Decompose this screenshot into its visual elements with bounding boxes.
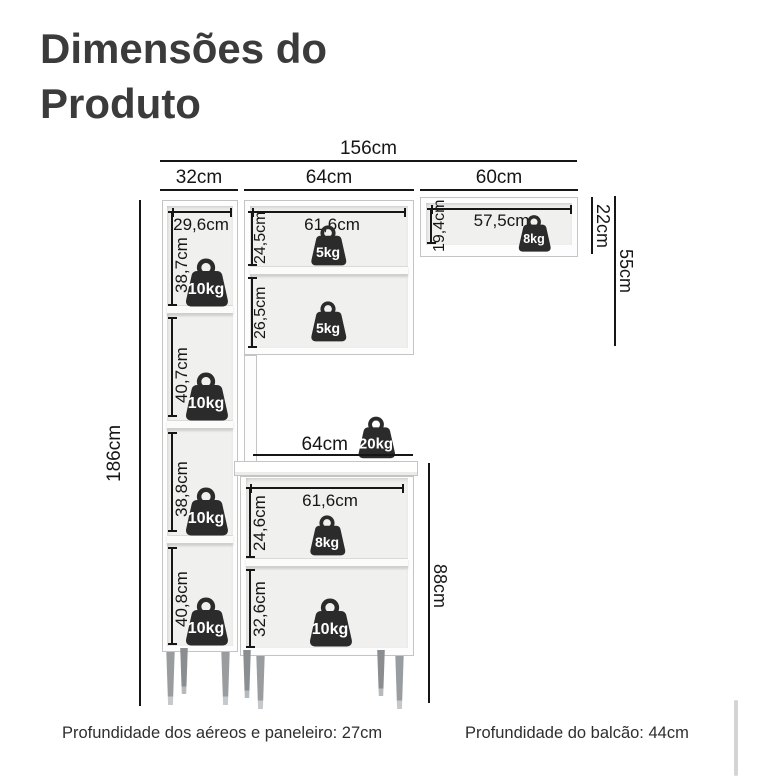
- aereo-middle-sec1-line: [248, 211, 257, 266]
- weight-capacity-icon: 10kg: [177, 371, 235, 421]
- balcao-leg-back-right: [377, 650, 385, 696]
- weight-capacity-icon: 20kg: [351, 415, 401, 459]
- balcao-width-line: [253, 454, 413, 456]
- weight-label: 5kg: [315, 319, 341, 336]
- footer-depth-balcao: Profundidade do balcão: 44cm: [465, 724, 689, 742]
- paneleiro-shelf-2: [167, 420, 233, 429]
- weight-label: 10kg: [311, 621, 349, 638]
- weight-label: 10kg: [187, 395, 225, 412]
- weight-label: 20kg: [358, 435, 394, 453]
- dim-total-width-label: 156cm: [339, 138, 398, 159]
- scrollbar-thumb[interactable]: [734, 700, 738, 776]
- weight-capacity-icon: 8kg: [512, 214, 556, 252]
- dim-total-width-line: [160, 160, 577, 162]
- weight-capacity-icon: 10kg: [177, 257, 235, 307]
- balcao-sec2-label: 32,6cm: [250, 581, 269, 637]
- dim-right-width-label: 60cm: [475, 167, 523, 188]
- aereo-right-inner-width-line: [431, 205, 572, 214]
- aereo-middle-sec2-label: 26,5cm: [252, 286, 269, 340]
- paneleiro-inner-width-label: 29,6cm: [173, 215, 229, 234]
- dim-total-height-label: 186cm: [104, 424, 125, 482]
- kettlebell-icon: [311, 301, 347, 342]
- balcao-sec1-label: 24,6cm: [250, 495, 269, 551]
- aereo-middle-sec1-label: 24,5cm: [252, 211, 269, 265]
- dim-left-width-label: 32cm: [175, 167, 223, 188]
- balcao-shelf: [246, 558, 408, 567]
- kettlebell-icon: [358, 416, 396, 459]
- upper-total-height-line: [614, 196, 616, 346]
- kettlebell-icon: [311, 225, 347, 266]
- paneleiro-inner-width-line: [172, 208, 232, 217]
- side-panel-strip: [244, 355, 257, 465]
- weight-label: 5kg: [315, 243, 341, 260]
- balcao-leg-back-left: [243, 650, 251, 698]
- weight-capacity-icon: 8kg: [303, 514, 351, 556]
- weight-label: 8kg: [314, 533, 340, 550]
- kettlebell-icon: [309, 598, 352, 647]
- balcao-height-line: [428, 463, 430, 703]
- dim-left-width-line: [160, 189, 238, 191]
- paneleiro-leg-front-right: [221, 652, 230, 705]
- paneleiro-shelf-3: [167, 535, 233, 544]
- weight-label: 10kg: [187, 510, 225, 527]
- balcao-sec2-line: [246, 569, 255, 648]
- paneleiro-leg-back: [180, 648, 188, 694]
- dim-total-height-line: [139, 200, 141, 706]
- weight-capacity-icon: 10kg: [301, 597, 359, 647]
- aereo-right-inner-height-line: [427, 208, 436, 244]
- paneleiro-sec3-line: [168, 432, 177, 532]
- balcao-sec1-line: [246, 487, 255, 558]
- footer-depth-aereos: Profundidade dos aéreos e paneleiro: 27c…: [62, 724, 383, 742]
- kettlebell-icon: [185, 258, 228, 307]
- upper-total-height-label: 55cm: [616, 248, 636, 293]
- balcao-leg-front-left: [256, 656, 265, 709]
- paneleiro-sec4-line: [168, 547, 177, 645]
- balcao-width-label: 64cm: [301, 434, 348, 455]
- aereo-middle-sec2-line: [248, 277, 257, 348]
- dim-middle-width-line: [244, 189, 414, 191]
- aereo-right-inner-width-label: 57,5cm: [473, 211, 530, 230]
- aereo-right-height-label: 22cm: [593, 203, 613, 248]
- kettlebell-icon: [185, 487, 228, 536]
- weight-label: 8kg: [523, 231, 545, 246]
- page-title: Dimensões do Produto: [40, 25, 328, 127]
- aereo-right-inner-height-label: 19,4cm: [431, 199, 448, 253]
- weight-label: 10kg: [187, 281, 225, 298]
- aereo-middle-shelf: [250, 266, 408, 275]
- balcao-countertop: [234, 461, 418, 476]
- weight-capacity-icon: 10kg: [177, 596, 235, 646]
- weight-capacity-icon: 5kg: [304, 224, 352, 266]
- kettlebell-icon: [310, 515, 346, 556]
- balcao-height-label: 88cm: [430, 563, 450, 608]
- balcao-inner-width-line: [250, 484, 404, 493]
- paneleiro-sec2-line: [168, 317, 177, 417]
- aereo-middle-inner-width-label: 61,6cm: [304, 215, 360, 234]
- kettlebell-icon: [185, 372, 228, 421]
- weight-label: 10kg: [187, 620, 225, 637]
- kettlebell-icon: [185, 597, 228, 646]
- paneleiro-leg-front-left: [166, 652, 175, 705]
- aereo-right-height-line: [591, 197, 593, 254]
- balcao-inner-width-label: 61,6cm: [302, 491, 358, 510]
- aereo-middle-inner-width-line: [252, 208, 406, 217]
- weight-capacity-icon: 10kg: [177, 486, 235, 536]
- weight-capacity-icon: 5kg: [304, 300, 352, 342]
- balcao-leg-front-right: [395, 656, 404, 709]
- dim-middle-width-label: 64cm: [305, 167, 353, 188]
- dim-right-width-line: [420, 189, 578, 191]
- paneleiro-sec1-line: [168, 211, 177, 306]
- kettlebell-icon: [518, 215, 551, 252]
